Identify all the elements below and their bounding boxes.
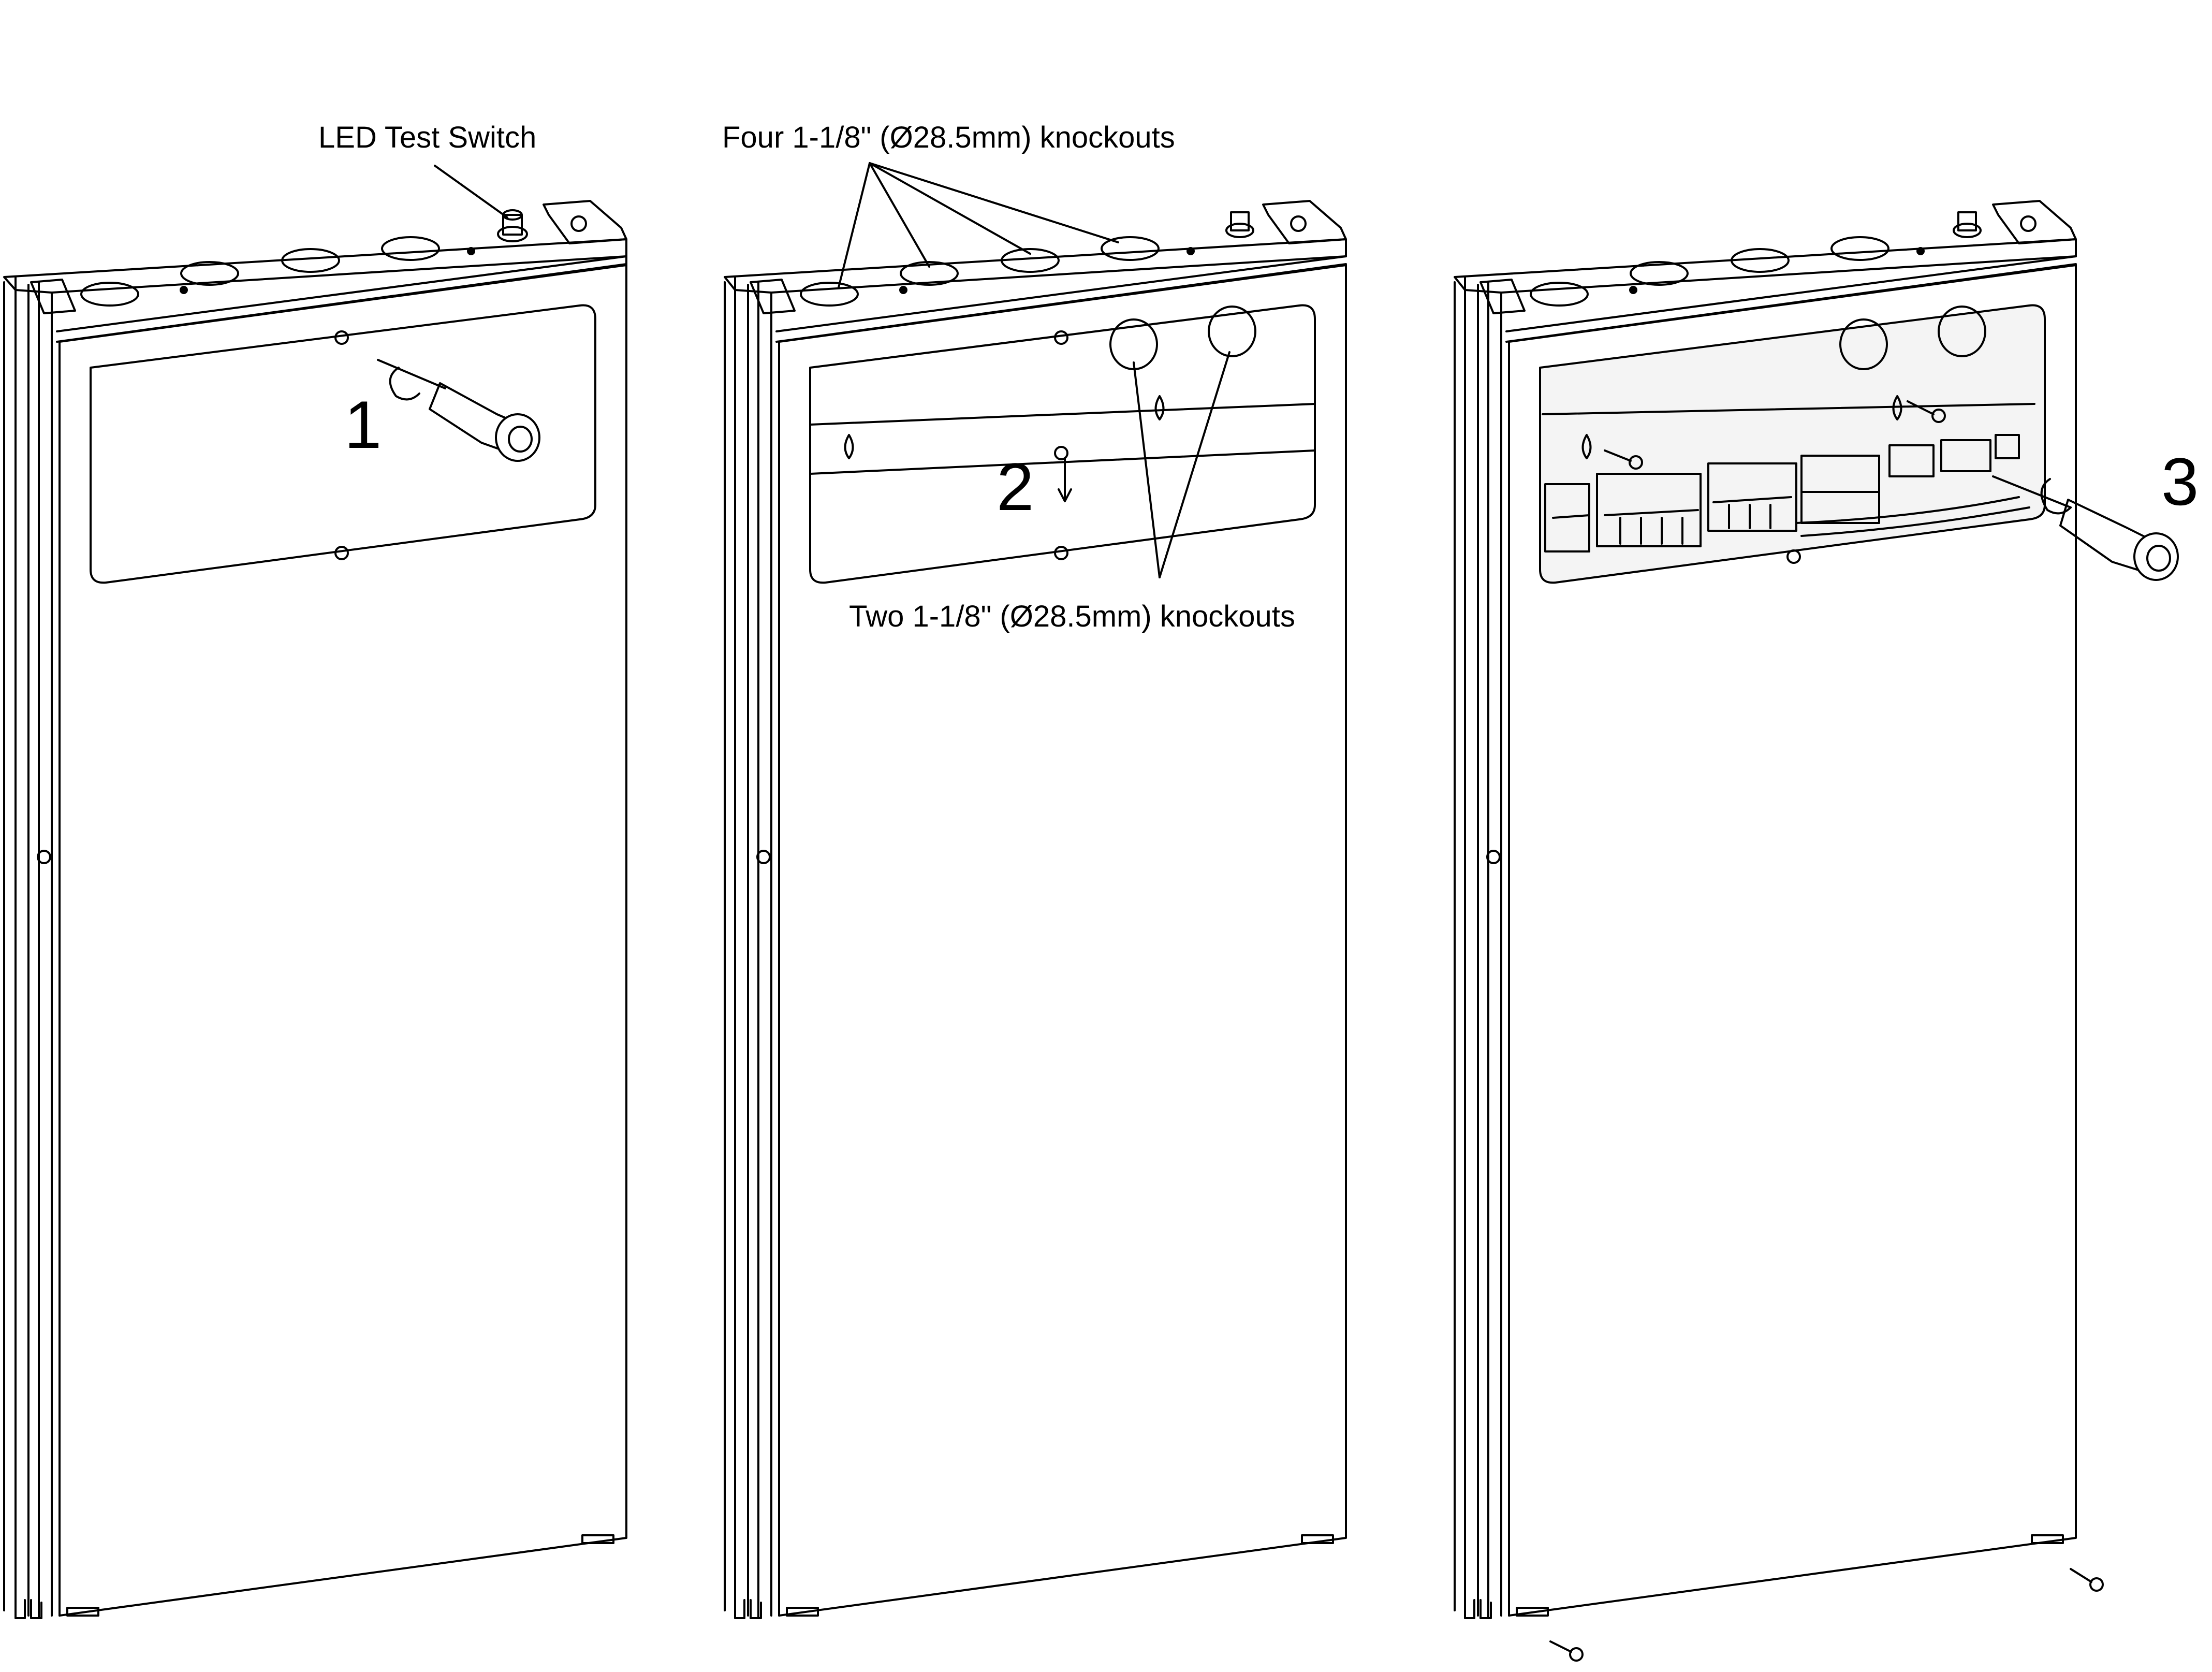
foot bbox=[1516, 1607, 1549, 1617]
screw-icon bbox=[1907, 400, 1946, 423]
side-screw-icon bbox=[1486, 850, 1501, 864]
keyhole-icon bbox=[844, 434, 854, 459]
cover-screw-icon bbox=[1054, 330, 1068, 345]
top-knockouts bbox=[1530, 236, 1925, 307]
step-3-number: 3 bbox=[2161, 444, 2199, 519]
front-panel bbox=[58, 264, 627, 1617]
leader-line bbox=[434, 165, 508, 219]
cover-screw-icon bbox=[334, 546, 349, 560]
panel-opening bbox=[809, 304, 1316, 584]
leader-lines bbox=[838, 162, 1230, 578]
rear-knockout bbox=[1938, 306, 1986, 357]
top-knockouts bbox=[800, 236, 1195, 307]
keyhole-icon bbox=[1581, 434, 1592, 459]
rear-knockout bbox=[1208, 306, 1256, 357]
panel-opening bbox=[1539, 304, 2046, 584]
screw-icon bbox=[1549, 1640, 1584, 1662]
screw-icon bbox=[2070, 1568, 2104, 1592]
terminal-blocks bbox=[1544, 434, 2030, 564]
enclosure-panel-1: 1 LED Test Switch bbox=[3, 121, 627, 1619]
two-knockouts-label: Two 1-1/8" (Ø28.5mm) knockouts bbox=[849, 600, 1295, 633]
side-screw-icon bbox=[37, 850, 51, 864]
interior-shelf bbox=[1542, 403, 2035, 415]
foot bbox=[1301, 1534, 1334, 1544]
keyhole-icon bbox=[1892, 395, 1902, 420]
led-test-switch-label: LED Test Switch bbox=[318, 121, 536, 154]
screw-icon bbox=[1604, 449, 1643, 470]
enclosure-panel-2: 2 Four 1-1/8" (Ø28.5mm) knockouts Two 1-… bbox=[722, 121, 1347, 1619]
cover-screw-icon bbox=[1054, 446, 1068, 460]
four-knockouts-label: Four 1-1/8" (Ø28.5mm) knockouts bbox=[722, 121, 1175, 154]
cover-plate bbox=[90, 304, 596, 584]
sliding-cover bbox=[809, 403, 1316, 475]
front-panel bbox=[1508, 264, 2077, 1617]
keyhole-icon bbox=[1154, 395, 1165, 420]
foot bbox=[66, 1607, 99, 1617]
step-1-number: 1 bbox=[344, 387, 382, 462]
step-2-number: 2 bbox=[997, 449, 1034, 525]
cover-screw-icon bbox=[334, 330, 349, 345]
foot bbox=[581, 1534, 614, 1544]
screwdriver-icon bbox=[377, 359, 540, 462]
side-rails bbox=[1454, 276, 1510, 1619]
enclosure-panel-3: 3 bbox=[1454, 200, 2199, 1662]
rear-knockout bbox=[1839, 318, 1888, 370]
down-arrow-icon bbox=[1058, 457, 1072, 502]
side-screw-icon bbox=[756, 850, 771, 864]
foot bbox=[786, 1607, 819, 1617]
top-knockouts bbox=[80, 236, 475, 307]
foot bbox=[2031, 1534, 2064, 1544]
side-rails bbox=[3, 276, 61, 1619]
side-rails bbox=[724, 276, 780, 1619]
screwdriver-icon bbox=[1992, 475, 2179, 581]
cover-screw-icon bbox=[1054, 546, 1068, 560]
front-panel bbox=[778, 264, 1347, 1617]
